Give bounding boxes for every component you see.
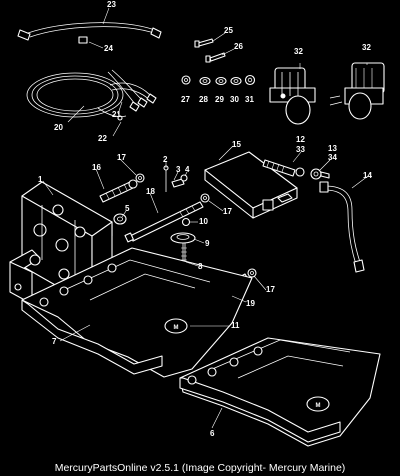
callout-17-b: 17 [223,207,232,216]
callout-11: 11 [231,321,240,330]
part-9-cap[interactable] [170,232,196,244]
part-16-pivot-pin[interactable] [99,179,138,203]
callout-13: 13 [328,144,337,153]
callout-30: 30 [230,95,239,104]
callout-15: 15 [232,140,241,149]
callout-4: 4 [185,165,190,174]
part-6-tab-plate[interactable]: M [179,337,381,447]
part-10-washer[interactable] [181,217,191,227]
part-15-cylinder[interactable] [204,151,298,219]
callout-2: 2 [163,155,168,164]
callout-21: 21 [112,110,121,119]
callout-10: 10 [199,217,208,226]
part-5-bushing[interactable] [113,213,127,225]
callout-27: 27 [181,95,190,104]
callout-1: 1 [38,175,43,184]
callout-3: 3 [176,165,181,174]
svg-text:M: M [174,325,179,331]
callout-34: 34 [328,153,337,162]
callout-7: 7 [52,337,57,346]
part-3-retainer[interactable] [171,178,185,188]
callout-14: 14 [363,171,372,180]
callout-26: 26 [234,42,243,51]
part-17-nut-a[interactable] [135,173,145,183]
part-21-connector-leads[interactable] [107,69,157,112]
part-7-tab-plate[interactable]: M [21,247,253,378]
part-18-long-bolt[interactable] [124,201,204,243]
part-27-nut[interactable] [181,75,191,85]
svg-text:M: M [316,403,321,409]
callout-17-c: 17 [266,285,275,294]
part-32-pump-motor-left[interactable] [269,67,316,125]
part-28-washer[interactable] [199,76,211,86]
callout-9: 9 [205,239,210,248]
part-23-wire-harness[interactable] [17,22,162,41]
callout-16: 16 [92,163,101,172]
callout-24: 24 [104,44,113,53]
part-12-rod[interactable] [262,159,305,177]
copyright-footer: MercuryPartsOnline v2.5.1 (Image Copyrig… [54,462,346,474]
callout-20: 20 [54,123,63,132]
callout-31: 31 [245,95,254,104]
part-4-washer[interactable] [180,174,188,182]
callout-5: 5 [125,204,130,213]
leader-lines [42,7,369,429]
callout-6: 6 [210,429,215,438]
part-22-cable-tie[interactable] [97,107,127,121]
callout-8: 8 [198,262,203,271]
callout-33: 33 [296,145,305,154]
part-2-cotter-pin[interactable] [163,165,169,192]
callout-32-left: 32 [294,47,303,56]
callout-28: 28 [199,95,208,104]
callout-17-a: 17 [117,153,126,162]
callout-32-right: 32 [362,43,371,52]
part-32-pump-motor-right[interactable] [329,62,385,120]
part-17-nut-b[interactable] [200,193,210,203]
callout-22: 22 [98,134,107,143]
callout-29: 29 [215,95,224,104]
part-26-screw[interactable] [205,52,226,63]
part-30-washer[interactable] [230,76,242,86]
part-17-nut-c[interactable] [247,268,257,278]
part-31-nut[interactable] [244,74,256,86]
part-29-washer[interactable] [215,76,227,86]
callout-23: 23 [107,0,116,9]
part-25-screw[interactable] [194,38,214,48]
callout-12: 12 [296,135,305,144]
callout-labels: 23 24 25 26 27 28 29 30 31 32 32 20 21 2… [38,0,372,438]
part-13-fitting[interactable] [310,168,330,180]
part-20-coiled-harness[interactable] [26,72,153,118]
callout-18: 18 [146,187,155,196]
part-14-hose[interactable] [319,181,365,273]
part-24-plug[interactable] [78,36,88,44]
callout-25: 25 [224,26,233,35]
callout-19: 19 [246,299,255,308]
